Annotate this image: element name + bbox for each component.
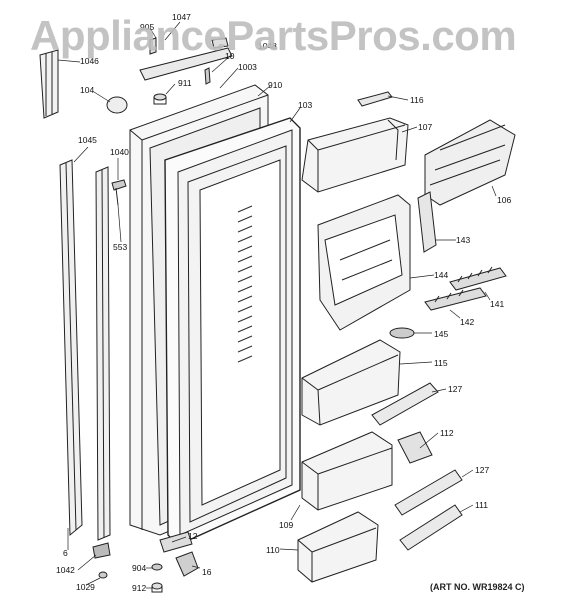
part-109-bin: [301, 431, 393, 511]
callout-911: 911: [178, 78, 192, 88]
callout-12: 12: [188, 531, 198, 541]
art-number: (ART NO. WR19824 C): [430, 582, 525, 592]
part-1047-bracket: [139, 37, 233, 81]
callout-1029: 1029: [76, 582, 95, 592]
part-104-ring: [106, 96, 128, 114]
callout-109: 109: [279, 520, 293, 530]
part-553-pin: [111, 179, 127, 206]
callout-107: 107: [418, 122, 432, 132]
callout-1003: 1003: [238, 62, 257, 72]
part-112: [397, 431, 433, 464]
callout-106: 106: [497, 195, 511, 205]
callout-104: 104: [80, 85, 94, 95]
callout-1042: 1042: [56, 565, 75, 575]
callout-905: 905: [140, 22, 154, 32]
part-145: [389, 327, 415, 339]
part-911-bushing: [153, 93, 167, 105]
part-16-hinge: [175, 551, 199, 577]
part-904-screw: [151, 563, 163, 571]
callout-115: 115: [434, 358, 448, 368]
part-1046-strip: [39, 49, 59, 119]
part-103-door-liner: [164, 117, 301, 546]
part-1029-screw: [98, 571, 108, 579]
callout-110: 110: [266, 545, 280, 555]
part-107-bin: [301, 117, 409, 193]
part-106-cover: [424, 119, 516, 206]
part-10-screw: [204, 67, 211, 85]
callout-910: 910: [268, 80, 282, 90]
part-127a-trim: [371, 382, 439, 426]
part-1042-bracket: [92, 542, 111, 559]
callout-142: 142: [460, 317, 474, 327]
part-127b-trim: [394, 469, 463, 516]
part-111-trim: [399, 504, 463, 551]
part-144-dispenser: [317, 194, 411, 331]
callout-111: 111: [475, 500, 488, 510]
callout-1046: 1046: [80, 56, 99, 66]
callout-127b: 127: [475, 465, 489, 475]
callout-1048: 1048: [258, 41, 277, 51]
callout-labels: 1047 905 1046 10 1048 1003 911 104 910 1…: [56, 12, 511, 593]
liner-ribs: [237, 205, 253, 363]
callout-127a: 127: [448, 384, 462, 394]
callout-143: 143: [456, 235, 470, 245]
part-143: [417, 191, 437, 253]
callout-912: 912: [132, 583, 146, 593]
callout-904: 904: [132, 563, 146, 573]
callout-141: 141: [490, 299, 504, 309]
part-912-bushing: [151, 582, 163, 593]
part-116-rail: [357, 91, 393, 107]
callout-1040: 1040: [110, 147, 129, 157]
callout-116: 116: [410, 95, 424, 105]
leader-lines: [57, 21, 497, 589]
callout-6: 6: [63, 548, 68, 558]
watermark-text: AppliancePartsPros.com: [30, 12, 517, 59]
part-142-grille: [424, 287, 487, 311]
callout-144: 144: [434, 270, 448, 280]
part-141-grille: [449, 266, 507, 291]
callout-112: 112: [440, 428, 454, 438]
part-1045-trim: [59, 159, 83, 537]
callout-553: 553: [113, 242, 127, 252]
callout-10: 10: [225, 51, 235, 61]
part-110-bin: [297, 511, 379, 583]
part-6-trim: [95, 166, 111, 541]
callout-1045: 1045: [78, 135, 97, 145]
part-12-bracket: [159, 531, 193, 553]
callout-1047: 1047: [172, 12, 191, 22]
callout-103: 103: [298, 100, 312, 110]
callout-145: 145: [434, 329, 448, 339]
part-115-bin: [301, 339, 401, 426]
callout-16: 16: [202, 567, 212, 577]
